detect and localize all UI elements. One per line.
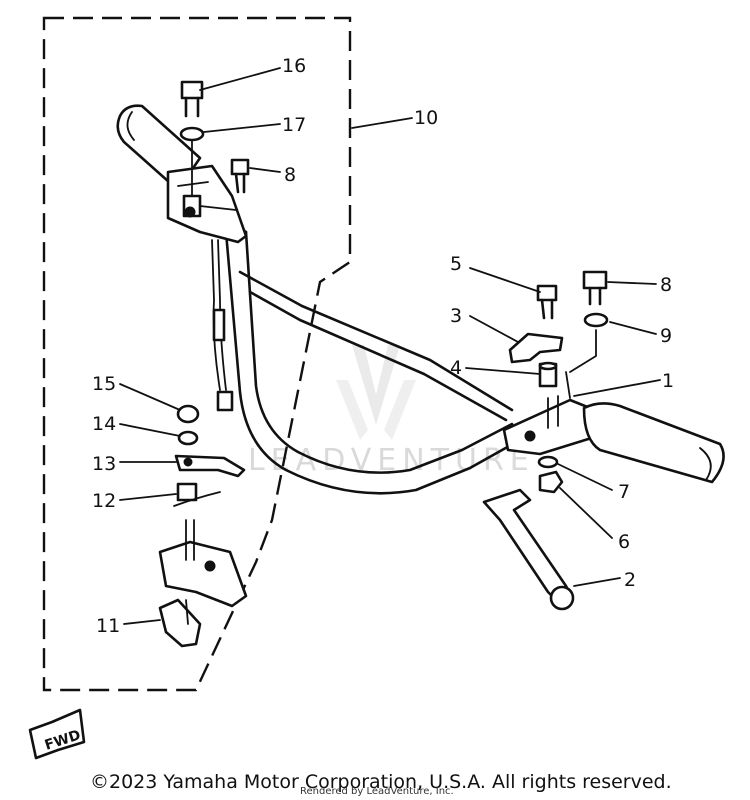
callouts: 16 17 8 10 5 3 4 8 9 1 7 6 2 15 14 13 12… xyxy=(92,55,674,637)
callout-2: 2 xyxy=(624,569,636,591)
part-4-collar xyxy=(538,361,558,388)
part-8-screw-top xyxy=(230,158,250,194)
rendered-by-credit: Rendered by LeadVenture, Inc. xyxy=(300,786,454,797)
callout-9: 9 xyxy=(660,325,672,347)
callout-12: 12 xyxy=(92,490,116,512)
part-2-lever-ball xyxy=(549,585,575,611)
left-grip xyxy=(116,104,248,412)
callout-3: 3 xyxy=(450,305,462,327)
part-5-bolt xyxy=(536,284,558,320)
leader-lines xyxy=(119,67,661,625)
callout-13: 13 xyxy=(92,453,116,475)
part-17-washer xyxy=(179,126,205,142)
callout-17: 17 xyxy=(282,114,306,136)
assembly-10-boundary xyxy=(42,16,352,692)
part-lever-bracket xyxy=(158,519,248,608)
part-2-lever xyxy=(482,488,574,604)
part-9-washer xyxy=(583,312,609,328)
part-8-bolt-right xyxy=(582,270,608,306)
watermark-logo-icon xyxy=(336,345,416,440)
callout-10: 10 xyxy=(414,107,438,129)
callout-6: 6 xyxy=(618,531,630,553)
callout-5: 5 xyxy=(450,253,462,275)
part-6-nut xyxy=(538,470,564,494)
callout-7: 7 xyxy=(618,481,630,503)
part-15-nut xyxy=(176,404,200,424)
callout-8-top: 8 xyxy=(284,164,296,186)
part-14-washer xyxy=(177,430,199,446)
fwd-arrow-icon: FWD xyxy=(28,708,86,760)
part-7-washer xyxy=(537,455,559,469)
callout-8-right: 8 xyxy=(660,274,672,296)
callout-16: 16 xyxy=(282,55,306,77)
part-13-plate xyxy=(174,454,246,478)
copyright-notice: ©2023 Yamaha Motor Corporation, U.S.A. A… xyxy=(90,771,672,793)
part-16-bolt xyxy=(180,80,204,197)
right-grip xyxy=(502,329,725,484)
callout-11: 11 xyxy=(96,615,120,637)
part-3-clamp xyxy=(508,332,564,364)
callout-15: 15 xyxy=(92,373,116,395)
callout-14: 14 xyxy=(92,413,116,435)
part-11-cable-end xyxy=(158,598,202,648)
part-12-spring xyxy=(173,482,221,507)
callout-4: 4 xyxy=(450,357,462,379)
callout-1: 1 xyxy=(662,370,674,392)
